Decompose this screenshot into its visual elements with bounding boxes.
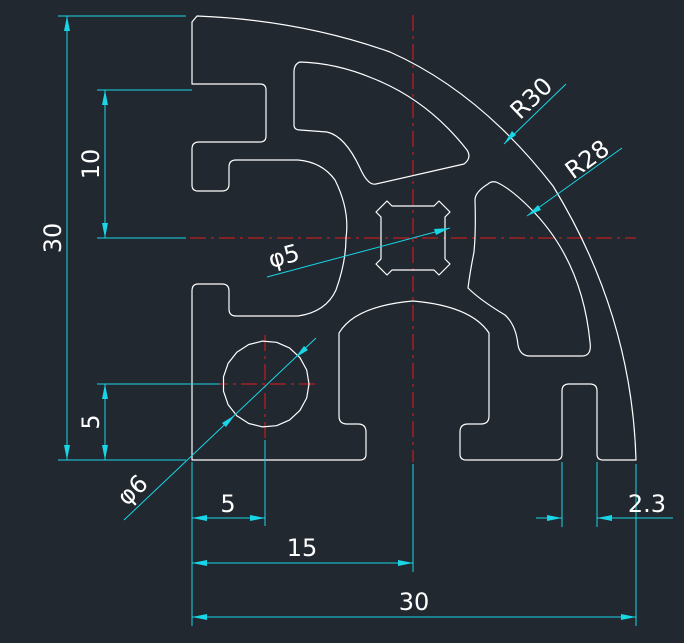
outer-contour (191, 15, 637, 461)
right-cavity (467, 181, 591, 357)
dim-label-overall-height: 30 (39, 223, 67, 254)
mounting-hole (222, 340, 310, 428)
upper-cavity (293, 61, 470, 185)
dimension-inner-radius: R28 (526, 134, 623, 217)
dim-label-wall-thickness: 2.3 (628, 490, 666, 518)
dimension-outer-radius: R30 (503, 72, 567, 145)
dim-label-slot-height: 10 (77, 149, 105, 180)
dimension-overall-height: 30 (39, 15, 186, 461)
dimension-wall-thickness: 2.3 (536, 462, 673, 527)
dimension-hole-diameter: φ6 (112, 337, 317, 521)
dim-label-inner-radius: R28 (560, 134, 615, 184)
dimension-hole-offset-x: 5 (191, 440, 266, 626)
dim-label-hole-diameter: φ6 (112, 469, 154, 511)
dimension-hole-offset-y: 5 (77, 383, 220, 460)
dim-label-hole-offset-y: 5 (77, 414, 105, 429)
centerlines (190, 15, 636, 462)
dimension-center-offset: 15 (192, 464, 414, 572)
dimension-overall-width: 30 (192, 464, 637, 626)
dim-label-hole-offset-x: 5 (220, 490, 235, 518)
dimension-slot-height: 10 (77, 89, 192, 239)
dim-label-outer-radius: R30 (505, 72, 558, 125)
core-center-hole (375, 200, 451, 276)
dim-label-center-offset: 15 (287, 534, 318, 562)
dim-label-overall-width: 30 (399, 588, 430, 616)
profile-outline (191, 15, 637, 461)
